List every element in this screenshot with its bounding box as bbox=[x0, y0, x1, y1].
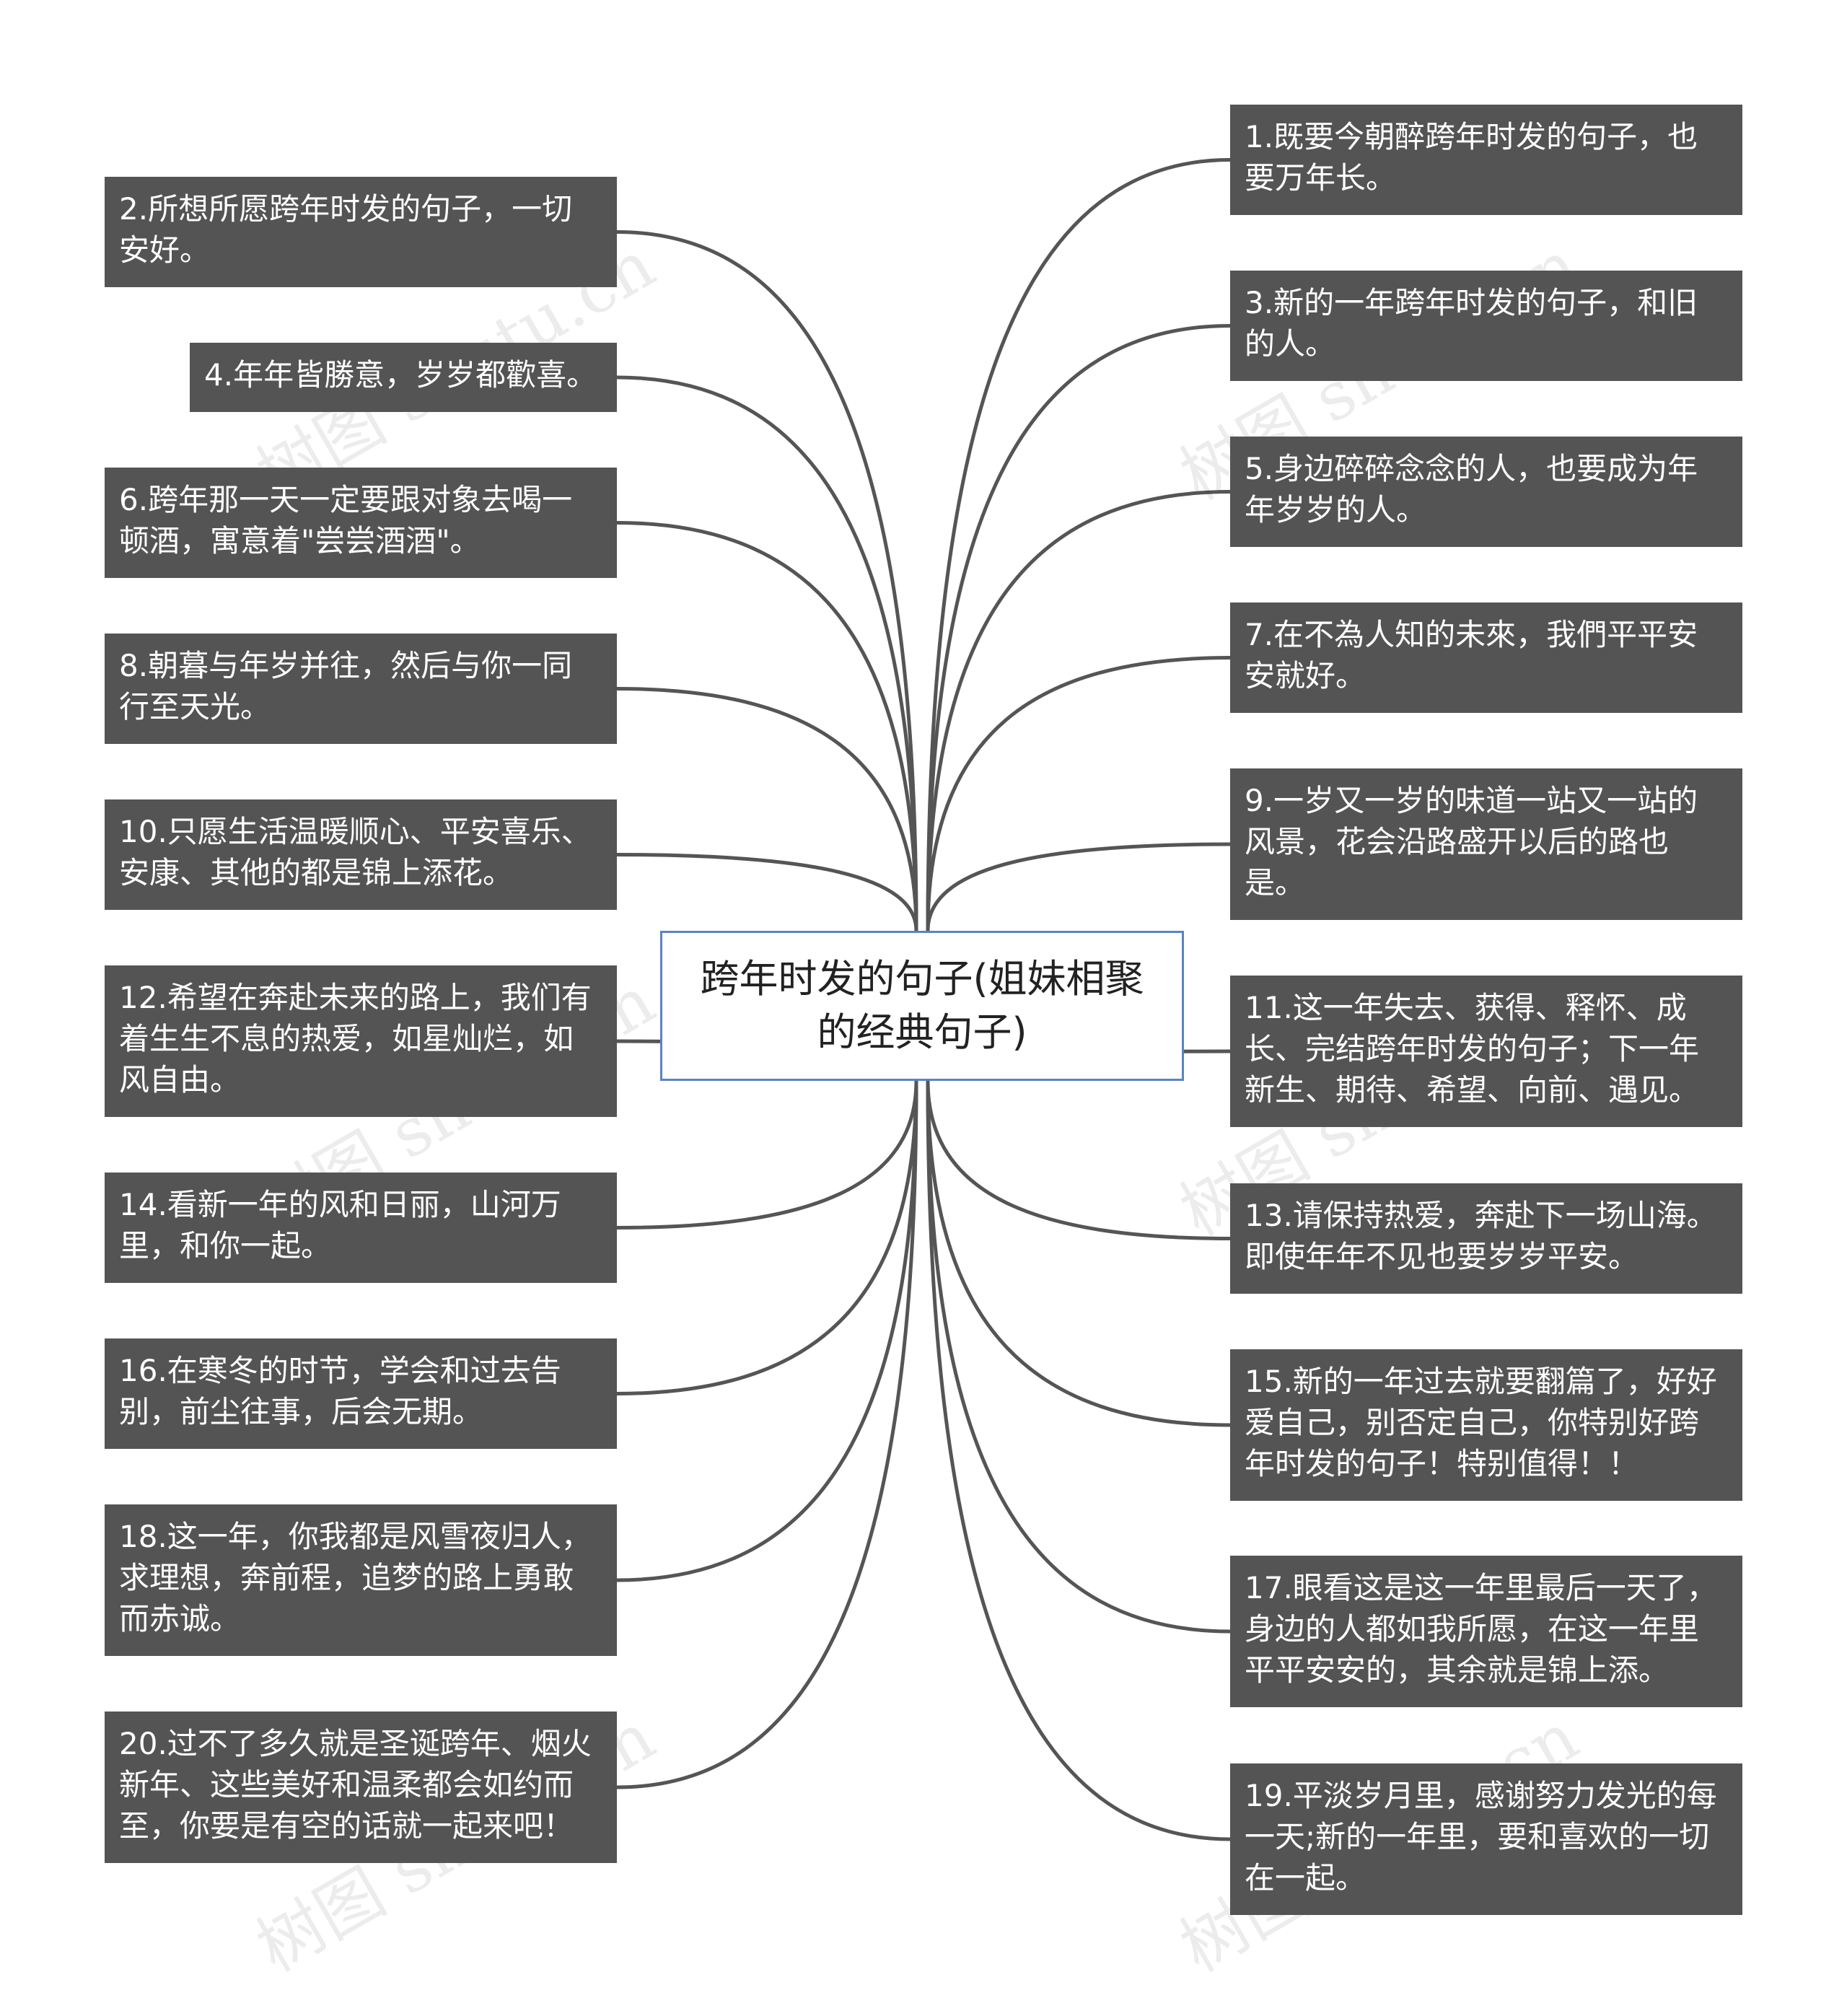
connector-node-3 bbox=[926, 324, 1231, 932]
root-topic[interactable]: 跨年时发的句子(姐妹相聚的经典句子) bbox=[660, 931, 1184, 1081]
node-10[interactable]: 10.只愿生活温暖顺心、平安喜乐、安康、其他的都是锦上添花。 bbox=[105, 799, 617, 910]
node-1[interactable]: 1.既要今朝醉跨年时发的句子，也要万年长。 bbox=[1230, 105, 1742, 215]
node-20[interactable]: 20.过不了多久就是圣诞跨年、烟火新年、这些美好和温柔都会如约而至，你要是有空的… bbox=[105, 1712, 617, 1863]
node-9[interactable]: 9.一岁又一岁的味道一站又一站的风景，花会沿路盛开以后的路也是。 bbox=[1230, 768, 1742, 920]
connector-node-1 bbox=[926, 158, 1231, 932]
connector-node-2 bbox=[616, 230, 918, 932]
node-8[interactable]: 8.朝暮与年岁并往，然后与你一同行至天光。 bbox=[105, 634, 617, 744]
connector-node-9 bbox=[926, 842, 1231, 932]
node-14[interactable]: 14.看新一年的风和日丽，山河万里，和你一起。 bbox=[105, 1173, 617, 1283]
node-19[interactable]: 19.平淡岁月里，感谢努力发光的每一天;新的一年里，要和喜欢的一切在一起。 bbox=[1230, 1763, 1742, 1915]
node-4[interactable]: 4.年年皆勝意，岁岁都歡喜。 bbox=[190, 343, 617, 412]
node-18[interactable]: 18.这一年，你我都是风雪夜归人，求理想，奔前程，追梦的路上勇敢而赤诚。 bbox=[105, 1504, 617, 1656]
connector-node-17 bbox=[926, 1080, 1231, 1634]
connector-node-18 bbox=[616, 1080, 918, 1582]
node-15[interactable]: 15.新的一年过去就要翻篇了，好好爱自己，别否定自己，你特别好跨年时发的句子！特… bbox=[1230, 1349, 1742, 1501]
connector-node-20 bbox=[616, 1080, 918, 1789]
node-6[interactable]: 6.跨年那一天一定要跟对象去喝一顿酒，寓意着"尝尝酒酒"。 bbox=[105, 468, 617, 578]
connector-node-8 bbox=[616, 687, 918, 932]
node-5[interactable]: 5.身边碎碎念念的人，也要成为年年岁岁的人。 bbox=[1230, 437, 1742, 547]
node-13[interactable]: 13.请保持热爱，奔赴下一场山海。即使年年不见也要岁岁平安。 bbox=[1230, 1183, 1742, 1294]
node-17[interactable]: 17.眼看这是这一年里最后一天了，身边的人都如我所愿，在这一年里平平安安的，其余… bbox=[1230, 1556, 1742, 1707]
connector-node-13 bbox=[926, 1080, 1231, 1240]
node-7[interactable]: 7.在不為人知的未來，我們平平安安就好。 bbox=[1230, 602, 1742, 713]
connector-node-16 bbox=[616, 1080, 918, 1395]
connector-node-6 bbox=[616, 521, 918, 932]
connector-node-7 bbox=[926, 656, 1231, 932]
node-16[interactable]: 16.在寒冬的时节，学会和过去告别，前尘往事，后会无期。 bbox=[105, 1338, 617, 1449]
connector-node-19 bbox=[926, 1080, 1231, 1841]
node-3[interactable]: 3.新的一年跨年时发的句子，和旧的人。 bbox=[1230, 271, 1742, 381]
connector-node-10 bbox=[616, 853, 918, 932]
connector-node-5 bbox=[926, 490, 1231, 932]
node-12[interactable]: 12.希望在奔赴未来的路上，我们有着生生不息的热爱，如星灿烂，如风自由。 bbox=[105, 965, 617, 1117]
connector-node-14 bbox=[616, 1080, 918, 1230]
connector-node-15 bbox=[926, 1080, 1231, 1427]
node-11[interactable]: 11.这一年失去、获得、释怀、成长、完结跨年时发的句子；下一年新生、期待、希望、… bbox=[1230, 976, 1742, 1127]
connector-node-4 bbox=[616, 375, 918, 932]
node-2[interactable]: 2.所想所愿跨年时发的句子，一切安好。 bbox=[105, 177, 617, 287]
